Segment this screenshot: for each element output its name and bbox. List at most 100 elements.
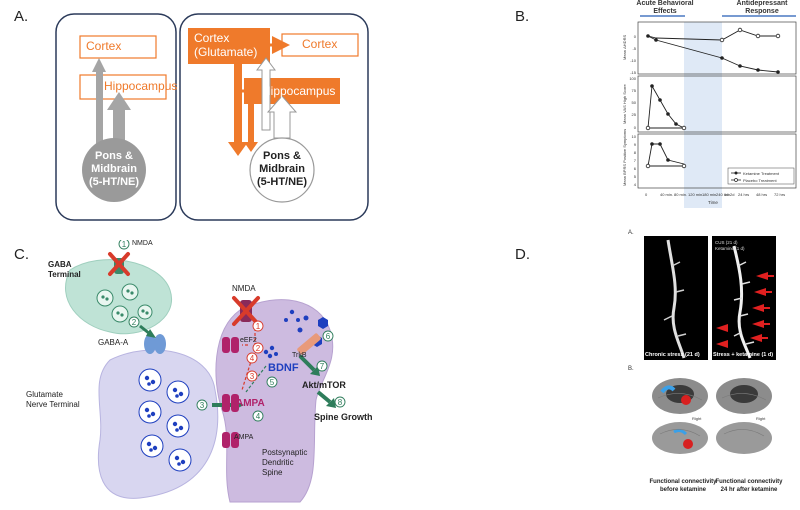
x-axis-label: Time [708, 200, 718, 205]
panel-label-d: D. [515, 246, 530, 263]
header-acute-line1: Acute Behavioral [636, 0, 694, 7]
hippocampus-descending-head [244, 142, 258, 152]
step7-arrow [298, 354, 316, 372]
eef2-label: eEF2 [240, 337, 257, 344]
right-cortex-glutamate-box [188, 28, 270, 64]
spine-growth-label: Spine Growth [314, 412, 373, 422]
left-pons-line1: Pons & [95, 150, 133, 162]
svg-text:-10: -10 [630, 58, 637, 63]
caption-after-line2: 24 hr after ketamine [720, 487, 778, 493]
x-tick-2: 80 min. [674, 192, 687, 197]
top-y-ticks: 0 -5 -10 -15 [630, 34, 637, 75]
svg-text:7: 7 [634, 158, 637, 163]
panel-c-diagram: 1 2 3 6 7 8 1 2 3 4 4 5 [65, 240, 346, 503]
left-cortex-box [79, 35, 157, 59]
micrograph-right-caption: Stress + ketamine (1 d) [713, 352, 774, 358]
svg-text:50: 50 [632, 100, 637, 105]
bot-ketamine-markers [650, 142, 670, 162]
step-marker-5 [266, 376, 278, 388]
mid-ketamine-line [647, 84, 685, 129]
mid-y-label: Mean VAS High Score [622, 84, 627, 124]
top-y-label: Mean ΔHDRS [622, 35, 627, 60]
panel-label-c: C. [14, 246, 29, 263]
legend-ketamine-marker [734, 171, 738, 175]
bot-ketamine-line [647, 143, 685, 167]
svg-text:25: 25 [632, 112, 637, 117]
micrograph-left-caption: Chronic stress (21 d) [645, 352, 700, 358]
legend-cus: CUS (21 d) [715, 240, 738, 245]
svg-text:3: 3 [250, 372, 255, 381]
pons-to-hippocampus-hollow-arrow [266, 95, 298, 139]
panel-b-chart: 0 40 min. 80 min. 120 min. 180 min. 240 … [622, 15, 797, 208]
left-pons-node [82, 138, 146, 202]
glutamate-line1: Glutamate [26, 390, 63, 399]
right-pons-line1: Pons & [263, 150, 301, 162]
dendrite-left [666, 239, 686, 359]
legend-ketamine-label: Ketamine Treatment [743, 171, 780, 176]
hippocampus-descending-shaft [248, 104, 254, 144]
step-marker-6 [322, 330, 334, 342]
ampa-receptor-bottom [222, 432, 239, 448]
mid-placebo-markers [645, 125, 687, 131]
bot-placebo-markers [645, 163, 687, 169]
brain-bottom-right [716, 422, 772, 454]
brain-sulci [657, 393, 767, 437]
svg-text:1: 1 [122, 240, 127, 249]
step-marker-1 [118, 240, 130, 250]
ampa-receptor-main [222, 394, 239, 412]
bot-y-label: Mean BPRS Positive Symptoms [622, 129, 627, 186]
post-line1: Postsynaptic [262, 448, 308, 457]
post-line2: Dendritic [262, 458, 294, 467]
post-line3: Spine [262, 468, 283, 477]
step-markers-green2: 4 5 [252, 376, 278, 422]
svg-text:100: 100 [629, 76, 636, 81]
nmda-post-label: NMDA [232, 284, 256, 293]
caption-before-line2: before ketamine [659, 487, 707, 493]
right-hippocampus-box [244, 78, 340, 104]
step-marker-red-1 [252, 320, 264, 332]
legend-box [727, 167, 795, 185]
left-thin-arrow-shaft [96, 70, 103, 155]
step-marker-8 [334, 396, 346, 408]
glutamate-descending-shaft [234, 64, 242, 144]
svg-text:2: 2 [132, 318, 137, 327]
step-marker-red-3 [246, 370, 258, 382]
brain-right-label-right: Right [756, 416, 766, 421]
left-pons-line2: Midbrain [91, 163, 137, 175]
x-tick-8: 24 hrs [738, 192, 749, 197]
svg-text:5: 5 [634, 174, 637, 179]
spine-red-arrows [716, 272, 774, 348]
gaba-a-receptor [144, 334, 166, 354]
bot-y-ticks: 10 9 8 7 6 5 4 [632, 134, 637, 187]
header-acute-line2: Effects [653, 8, 677, 15]
x-tick-9: 48 hrs [756, 192, 767, 197]
step-markers-red: 1 2 3 4 [246, 320, 264, 382]
x-tick-3: 120 min. [688, 192, 703, 197]
caption-after-ketamine: Functional connectivity 24 hr after keta… [712, 478, 786, 494]
nmda-top-label: NMDA [132, 240, 153, 247]
left-thick-arrow-head [107, 92, 131, 110]
postsynaptic-label: Postsynaptic Dendritic Spine [262, 448, 307, 478]
gaba-terminal-label: GABA Terminal [48, 260, 81, 280]
panel-label-a: A. [14, 8, 29, 25]
step-marker-red-2 [252, 342, 264, 354]
top-placebo-markers [719, 27, 781, 43]
x-tick-labels: 0 40 min. 80 min. 120 min. 180 min. 240 … [645, 192, 785, 197]
svg-text:9: 9 [634, 142, 637, 147]
connectivity-spot-blue-2 [673, 428, 688, 436]
glutamate-line2: Nerve Terminal [26, 400, 80, 409]
step-marker-red-4 [246, 352, 258, 364]
mid-y-ticks: 100 75 50 25 0 [629, 76, 636, 130]
dendrite-right-spines [733, 261, 755, 345]
svg-text:-5: -5 [632, 46, 636, 51]
x-tick-4: 180 min. [702, 192, 717, 197]
brain-connectivity-figure: Right Right [652, 378, 772, 454]
legend-ketamine: Ketamine (1 d) [715, 246, 745, 251]
panel-d-sub-b: B. [628, 366, 634, 372]
gaba-a-label: GABA-A [98, 338, 129, 347]
connectivity-spot-red-2 [683, 439, 693, 449]
right-pons-line3: (5-HT/NE) [256, 176, 308, 188]
panel-label-b: B. [515, 8, 530, 25]
left-thin-arrow-head [92, 58, 106, 72]
right-pons-label: Pons & Midbrain (5-HT/NE) [250, 150, 314, 189]
